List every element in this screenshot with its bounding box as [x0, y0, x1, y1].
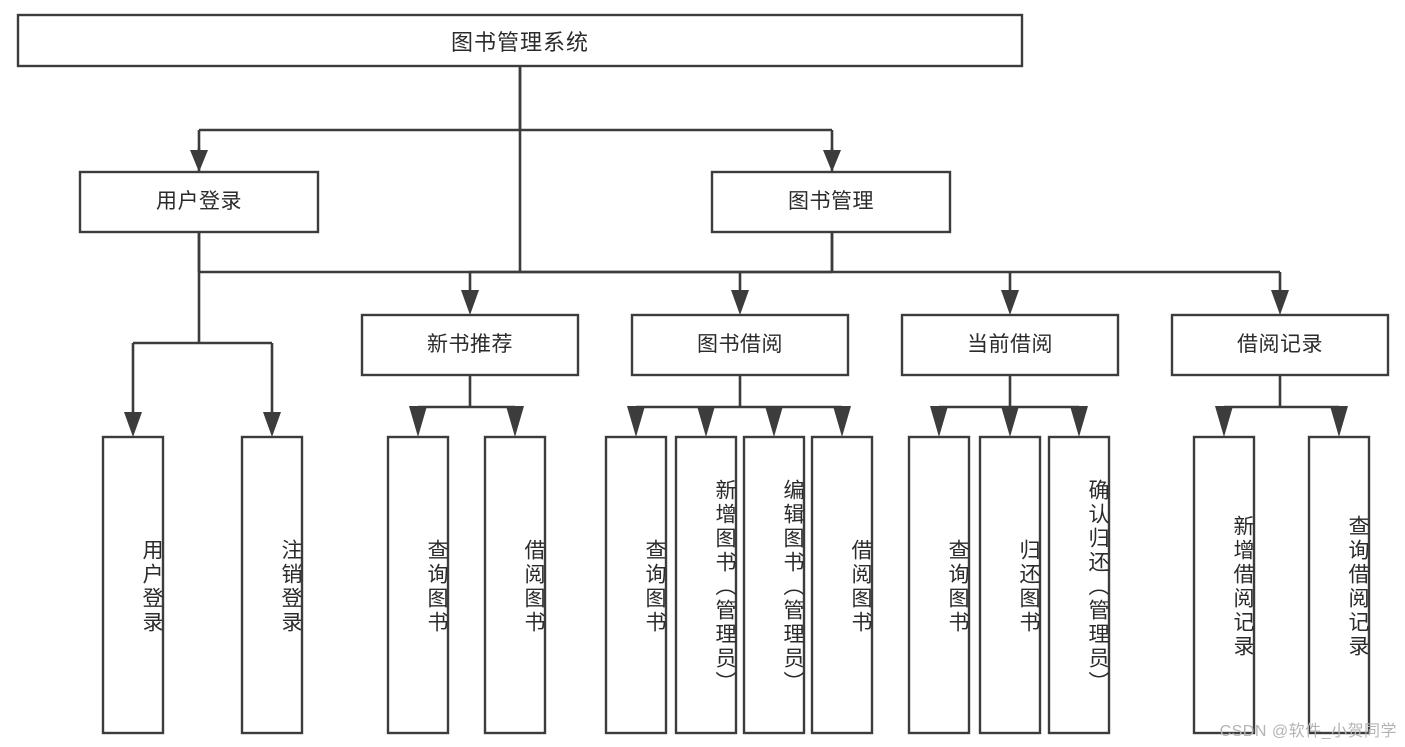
edges-newbook-to-leaves: [409, 375, 524, 437]
node-box-leaf-user-login[interactable]: [101, 435, 165, 735]
node-box-new-book[interactable]: [360, 313, 580, 377]
node-box-leaf-br-add[interactable]: [1192, 435, 1256, 735]
node-box-leaf-bb-add[interactable]: [674, 435, 738, 735]
arrowhead-new-book: [461, 290, 479, 315]
node-box-leaf-bb-query[interactable]: [604, 435, 668, 735]
arrowhead-bb-edit: [765, 406, 783, 437]
edges-bookborrow-to-leaves: [627, 375, 851, 437]
node-box-current-borrow[interactable]: [900, 313, 1120, 377]
arrowhead-cb-query: [930, 406, 948, 437]
arrowhead-leaf-user-login: [124, 412, 142, 437]
node-box-user-login[interactable]: [78, 170, 320, 234]
node-box-leaf-cb-confirm[interactable]: [1047, 435, 1111, 735]
node-box-book-management[interactable]: [710, 170, 952, 234]
arrowhead-br-add: [1215, 406, 1233, 437]
node-box-borrow-record[interactable]: [1170, 313, 1390, 377]
arrowhead-book-borrow: [731, 290, 749, 315]
node-box-leaf-br-query[interactable]: [1307, 435, 1371, 735]
arrowhead-nb-borrow: [506, 406, 524, 437]
arrowhead-leaf-logout: [263, 412, 281, 437]
arrowhead-bb-query: [627, 406, 645, 437]
arrowhead-br-query: [1330, 406, 1348, 437]
connector-group: [197, 65, 834, 274]
node-box-root[interactable]: [16, 13, 1024, 68]
watermark-text: CSDN @软件_小贺同学: [1219, 723, 1397, 740]
node-box-leaf-bb-edit[interactable]: [742, 435, 806, 735]
arrowhead-nb-query: [409, 406, 427, 437]
edges-bookmgmt-to-l3: [461, 232, 1289, 315]
arrowhead-book-mgmt: [823, 150, 841, 172]
edges-currentborrow-to-leaves: [930, 375, 1088, 437]
node-box-book-borrow[interactable]: [630, 313, 850, 377]
arrowhead-borrow-record: [1271, 290, 1289, 315]
node-box-leaf-cb-return[interactable]: [978, 435, 1042, 735]
node-box-leaf-bb-borrow[interactable]: [810, 435, 874, 735]
arrowhead-current-borrow: [1001, 290, 1019, 315]
edges-borrowrecord-to-leaves: [1215, 375, 1348, 437]
node-box-leaf-nb-borrow[interactable]: [483, 435, 547, 735]
arrowhead-cb-confirm: [1070, 406, 1088, 437]
arrowhead-bb-borrow: [833, 406, 851, 437]
edges-userlogin-to-leaves: [124, 232, 281, 437]
edges-root-to-l2: [190, 66, 841, 172]
arrowhead-bb-add: [697, 406, 715, 437]
arrowhead-cb-return: [1001, 406, 1019, 437]
node-box-leaf-logout[interactable]: [240, 435, 304, 735]
node-box-leaf-cb-query[interactable]: [907, 435, 971, 735]
arrowhead-user-login: [190, 150, 208, 172]
node-box-leaf-nb-query[interactable]: [386, 435, 450, 735]
